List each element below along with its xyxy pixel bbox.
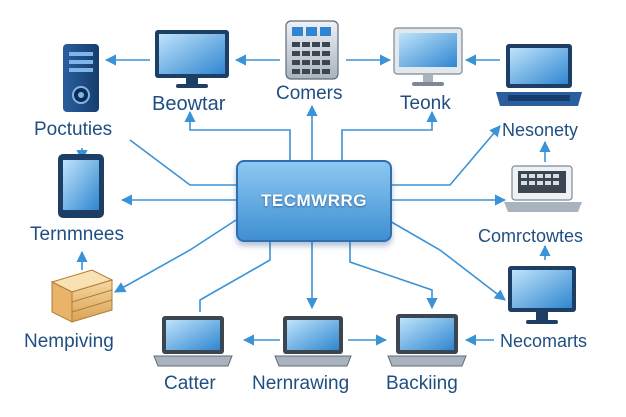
- node-label-catter: Catter: [164, 373, 216, 394]
- node-label-ternmnees: Ternmnees: [30, 224, 124, 245]
- connector-hub-catter: [199, 238, 271, 312]
- node-label-beowtar: Beowtar: [152, 93, 226, 115]
- node-label-poctuties: Poctuties: [34, 119, 113, 140]
- hub-node[interactable]: TECMWRRG: [236, 160, 392, 242]
- keypad-device-icon: [285, 20, 339, 80]
- monitor-icon: [155, 30, 229, 88]
- monitor-icon: [508, 266, 576, 324]
- node-label-comers: Comers: [276, 83, 343, 104]
- connector-hub-beowtar: [184, 110, 291, 160]
- tablet-icon: [58, 154, 104, 218]
- server-tower-icon: [63, 44, 99, 112]
- node-label-comrctowtes: Comrctowtes: [478, 226, 584, 246]
- hub-label: TECMWRRG: [261, 191, 367, 210]
- node-label-nempiving: Nempiving: [24, 331, 114, 352]
- laptop-icon: [387, 314, 467, 367]
- connector-hub-nempiving: [114, 219, 237, 293]
- node-label-necomarts: Necomarts: [500, 331, 588, 351]
- laptop-icon: [496, 44, 582, 106]
- connector-hub-poctuties: [129, 139, 236, 186]
- laptop-icon: [274, 316, 352, 367]
- connector-hub-necomarts: [387, 219, 506, 301]
- connector-hub-teonk: [341, 110, 438, 160]
- imac-monitor-icon: [393, 27, 463, 86]
- keyboard-laptop-icon: [504, 165, 582, 212]
- connector-hub-backiing: [349, 238, 438, 310]
- node-label-nernrawing: Nernrawing: [252, 373, 350, 394]
- storage-box-icon: [50, 269, 114, 323]
- node-label-nesonety: Nesonety: [502, 120, 579, 140]
- node-label-backiing: Backiing: [386, 373, 458, 394]
- node-label-teonk: Teonk: [400, 93, 451, 114]
- laptop-icon: [153, 316, 233, 367]
- connector-hub-nesonety: [388, 125, 501, 186]
- connectors: [76, 54, 551, 346]
